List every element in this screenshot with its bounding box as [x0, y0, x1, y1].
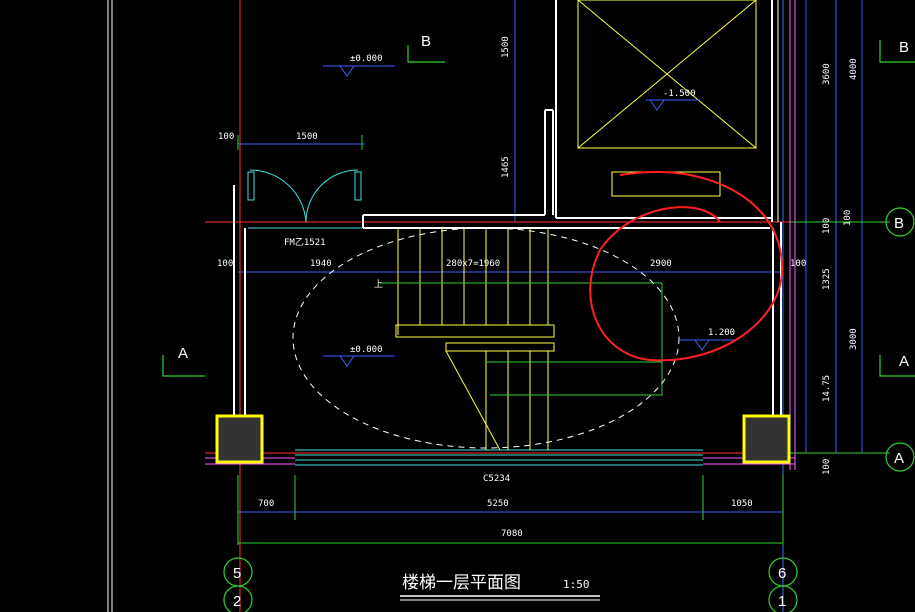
dim-v-100a: 100 — [822, 218, 832, 234]
elev-zero-mid: ±0.000 — [350, 345, 383, 355]
elevator-shaft — [555, 0, 779, 222]
dim-v-100b: 100 — [843, 210, 853, 226]
axis-col-6: 6 — [778, 565, 786, 582]
dim-bottom-total: 7080 — [501, 529, 523, 539]
elevation-markers — [323, 65, 735, 367]
drawing-title: 楼梯一层平面图 — [402, 573, 521, 593]
axis-a-left: A — [178, 345, 188, 362]
axis-b-right-small: B — [899, 39, 909, 56]
dim-bottom-1050: 1050 — [731, 499, 753, 509]
structural-columns — [215, 414, 791, 464]
dashed-ellipse — [292, 227, 680, 449]
dim-bottom-5250: 5250 — [487, 499, 509, 509]
stair-direction — [380, 282, 663, 396]
axis-a-right: A — [894, 450, 904, 467]
axis-col-5: 5 — [233, 565, 241, 582]
dim-v-4000: 4000 — [849, 58, 859, 80]
markup-circle — [589, 170, 784, 362]
walls — [205, 0, 796, 470]
door-tag: FM乙1521 — [284, 237, 326, 248]
elev-zero-top: ±0.000 — [350, 54, 383, 64]
dim-bottom-700: 700 — [258, 499, 274, 509]
dim-v-100c: 100 — [822, 459, 832, 475]
axis-bubbles — [162, 40, 915, 612]
dim-door-side: 100 — [218, 132, 234, 142]
dim-right-100: 100 — [790, 259, 806, 269]
window-tag: C5234 — [483, 474, 510, 484]
dim-run-left: 1940 — [310, 259, 332, 269]
stair — [395, 228, 555, 451]
axis-b-top: B — [421, 33, 431, 50]
axis-b-right: B — [894, 215, 904, 232]
dim-run-right: 2900 — [650, 259, 672, 269]
dim-left-100: 100 — [217, 259, 233, 269]
dim-v-1475: 14.75 — [822, 375, 832, 402]
elev-pit: -1.500 — [663, 89, 696, 99]
axis-lines — [205, 0, 800, 612]
dim-v-1465: 1465 — [501, 156, 511, 178]
axis-col-2: 2 — [233, 593, 241, 610]
dim-v-3000: 3000 — [849, 328, 859, 350]
dim-v-3600: 3600 — [822, 63, 832, 85]
axis-col-1: 1 — [778, 593, 786, 610]
stair-up-label: 上 — [374, 279, 383, 290]
drawing-scale: 1:50 — [563, 578, 590, 591]
door-fm — [247, 169, 362, 229]
dimension-lines — [238, 0, 863, 513]
window-c5234 — [295, 449, 703, 466]
dim-v-1500: 1500 — [501, 36, 511, 58]
title-underline — [400, 595, 600, 601]
dim-door-width: 1500 — [296, 132, 318, 142]
sheet-border — [107, 0, 113, 612]
dimension-extensions — [237, 135, 890, 545]
axis-a-right-small: A — [899, 353, 909, 370]
stair-tread-dim: 280x7=1960 — [446, 259, 500, 269]
elev-landing: 1.200 — [708, 328, 735, 338]
dim-v-1325: 1325 — [822, 268, 832, 290]
